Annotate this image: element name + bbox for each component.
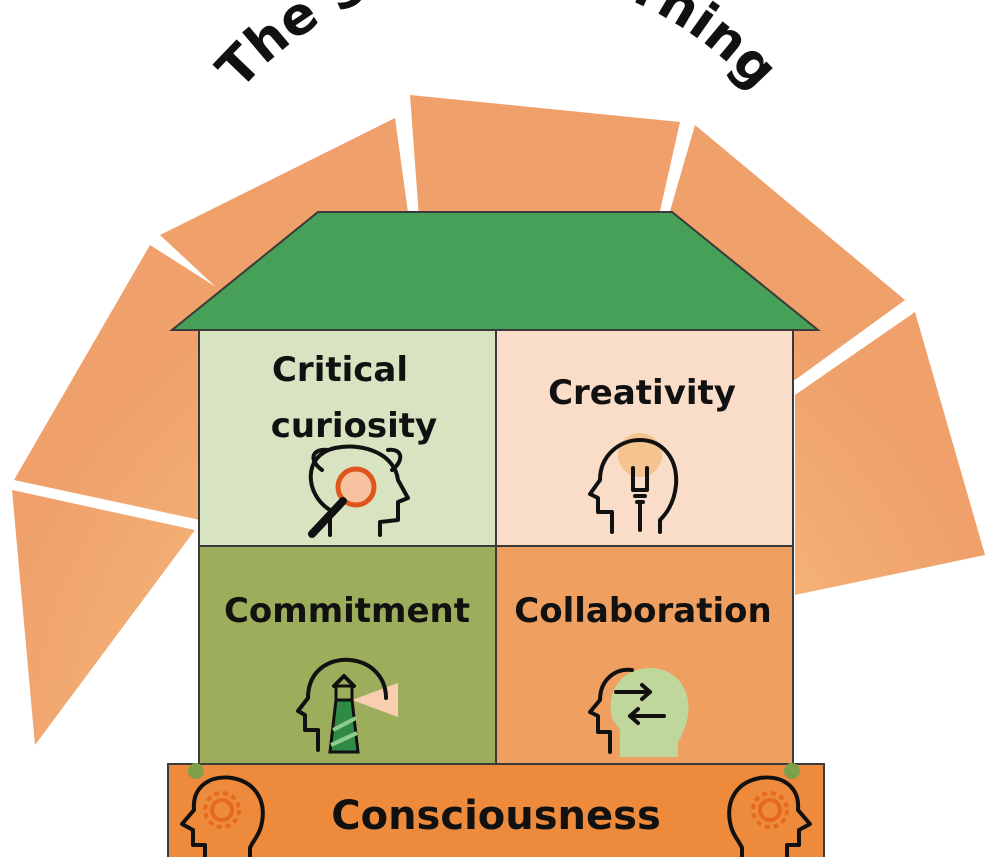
head-gear-icon — [180, 763, 265, 857]
arc-segment-6 — [795, 312, 985, 595]
head-lighthouse-icon — [296, 657, 398, 754]
arc-segment-1 — [12, 490, 195, 745]
diagram-title: The 5Cs of Learning — [206, 0, 789, 100]
consciousness-label: Consciousness — [331, 793, 661, 839]
creativity-label: Creativity — [548, 373, 736, 413]
critical-curiosity-label-line2: curiosity — [271, 406, 437, 446]
commitment-label: Commitment — [224, 591, 470, 631]
head-lightbulb-icon — [588, 433, 679, 534]
two-heads-exchange-icon — [588, 667, 689, 757]
head-gear-icon-right — [727, 763, 812, 857]
critical-curiosity-label-line1: Critical — [272, 350, 408, 390]
collaboration-label: Collaboration — [514, 591, 771, 631]
foundation-consciousness — [167, 763, 825, 857]
room-critical-curiosity — [198, 329, 497, 547]
head-magnifier-icon — [308, 444, 410, 538]
